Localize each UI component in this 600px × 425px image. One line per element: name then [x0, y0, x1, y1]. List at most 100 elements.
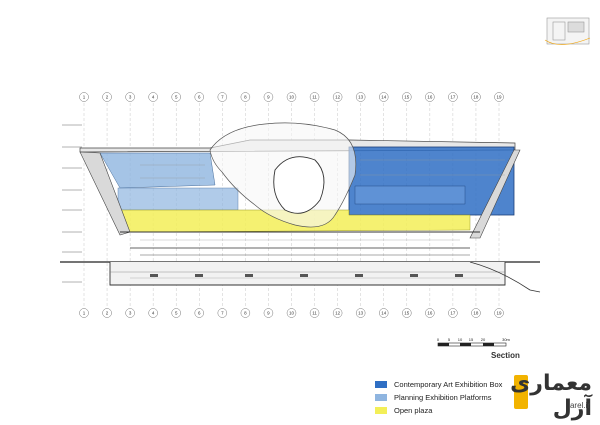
grid-axis-label: 15 [404, 311, 410, 316]
grid-axis-bubble [402, 92, 412, 102]
legend-item-open-plaza: Open plaza [375, 404, 502, 417]
grid-axis-bubble [194, 308, 205, 318]
grid-axis-bubble [171, 308, 181, 318]
logo-mark-icon [514, 375, 528, 409]
scale-bar-label: 5 [448, 337, 451, 342]
grid-axis-bubble [263, 92, 274, 102]
grid-axis-label: 2 [106, 95, 109, 100]
grid-axis-bubble [355, 92, 366, 102]
grid-axis-label: 13 [358, 311, 364, 316]
grid-axis-label: 6 [198, 95, 201, 100]
grid-axis-bubble [378, 92, 389, 102]
grid-axis-label: 5 [175, 95, 178, 100]
scale-bar-label: 10 [458, 337, 463, 342]
grid-axis-label: 18 [473, 95, 479, 100]
grid-axis-bubble [171, 92, 181, 102]
grid-axis-label: 10 [289, 311, 295, 316]
grid-axis-bubble [240, 92, 251, 102]
grid-axis-bubble [425, 308, 435, 318]
level-markers [62, 124, 82, 283]
grid-axis-label: 19 [496, 95, 502, 100]
grid-axis-bubble [471, 308, 481, 318]
legend: Contemporary Art Exhibition Box Planning… [375, 378, 502, 417]
grid-axis-label: 19 [496, 311, 502, 316]
grid-axis-bubble [286, 308, 297, 318]
legend-swatch [375, 407, 387, 414]
grid-axis-bubble [217, 92, 228, 102]
grid-axis-label: 18 [473, 311, 479, 316]
grid-axis-label: 7 [221, 95, 224, 100]
grid-axis-label: 11 [312, 95, 317, 100]
grid-axis-bubble [448, 308, 458, 318]
grid-axis-label: 3 [129, 95, 132, 100]
grid-axis-bubble [494, 308, 504, 318]
grid-axis-bubble [79, 92, 89, 102]
legend-swatch [375, 381, 387, 388]
grid-axis-bubble [355, 308, 366, 318]
logo-url: arel.ir [569, 401, 590, 410]
grid-axis-label: 8 [244, 95, 247, 100]
grid-axis-bubble [102, 92, 112, 102]
grid-axis-bubble [217, 308, 228, 318]
scale-bar-label: 15 [469, 337, 474, 342]
grid-axis-bubble [102, 308, 112, 318]
grid-axis-label: 17 [450, 95, 456, 100]
grid-axis-label: 11 [312, 311, 317, 316]
scale-bar-label: 0 [437, 337, 440, 342]
grid-axis-bubble [332, 308, 343, 318]
key-plan-thumbnail [544, 17, 591, 45]
legend-label: Planning Exhibition Platforms [394, 393, 492, 402]
arel-logo: معماری آرل arel.ir [510, 371, 598, 421]
section-title: Section [491, 351, 520, 360]
grid-axis-label: 3 [129, 311, 132, 316]
grid-axis-label: 1 [83, 311, 86, 316]
grid-axis-bubble [79, 308, 89, 318]
legend-swatch [375, 394, 387, 401]
grid-axis-bubble [125, 308, 135, 318]
scale-bar-label: 30m [502, 337, 510, 342]
legend-label: Contemporary Art Exhibition Box [394, 380, 503, 389]
grid-axis-label: 10 [289, 95, 295, 100]
grid-axis-bubble [148, 308, 158, 318]
grid-axis-label: 12 [335, 311, 341, 316]
grid-axis-label: 17 [450, 311, 456, 316]
building-section [60, 122, 541, 293]
logo-text: معماری آرل [510, 371, 592, 421]
scale-bar-label: 20 [481, 337, 486, 342]
grid-axis-bubble [263, 308, 274, 318]
grid-axis-bubble [494, 92, 504, 102]
planning-exhibition-region [99, 152, 216, 189]
grid-axis-label: 13 [358, 95, 364, 100]
grid-axis-bubble [425, 92, 435, 102]
grid-axis-bubble [471, 92, 481, 102]
grid-axis-label: 12 [335, 95, 341, 100]
grid-axis-label: 2 [106, 311, 109, 316]
grid-axis-label: 1 [83, 95, 86, 100]
grid-axis-bubble [378, 308, 389, 318]
grid-axis-bubble [125, 92, 135, 102]
grid-axis-label: 15 [404, 95, 410, 100]
grid-axis-bubble [309, 92, 320, 102]
grid-axis-label: 16 [427, 311, 433, 316]
grid-axis-label: 14 [381, 311, 387, 316]
legend-label: Open plaza [394, 406, 433, 415]
scale-bar: 0 5 10 15 20 30m [437, 337, 511, 347]
grid-axis-bubble [332, 92, 343, 102]
grid-axis-bubble [286, 92, 297, 102]
grid-axis-label: 8 [244, 311, 247, 316]
grid-axis-bubble [240, 308, 251, 318]
grid-axis-label: 16 [427, 95, 433, 100]
grid-axis-label: 9 [267, 311, 270, 316]
grid-axis-label: 7 [221, 311, 224, 316]
legend-item-planning-exhibition: Planning Exhibition Platforms [375, 391, 502, 404]
grid-axis-label: 4 [152, 311, 155, 316]
grid-axis-label: 14 [381, 95, 387, 100]
grid-axis-bubble [194, 92, 205, 102]
grid-axis-bubbles: 1122334455667788991010111112121313141415… [79, 92, 504, 318]
grid-axis-label: 6 [198, 311, 201, 316]
grid-axis-label: 4 [152, 95, 155, 100]
grid-axis-bubble [448, 92, 458, 102]
grid-axis-bubble [148, 92, 158, 102]
grid-axis-label: 5 [175, 311, 178, 316]
